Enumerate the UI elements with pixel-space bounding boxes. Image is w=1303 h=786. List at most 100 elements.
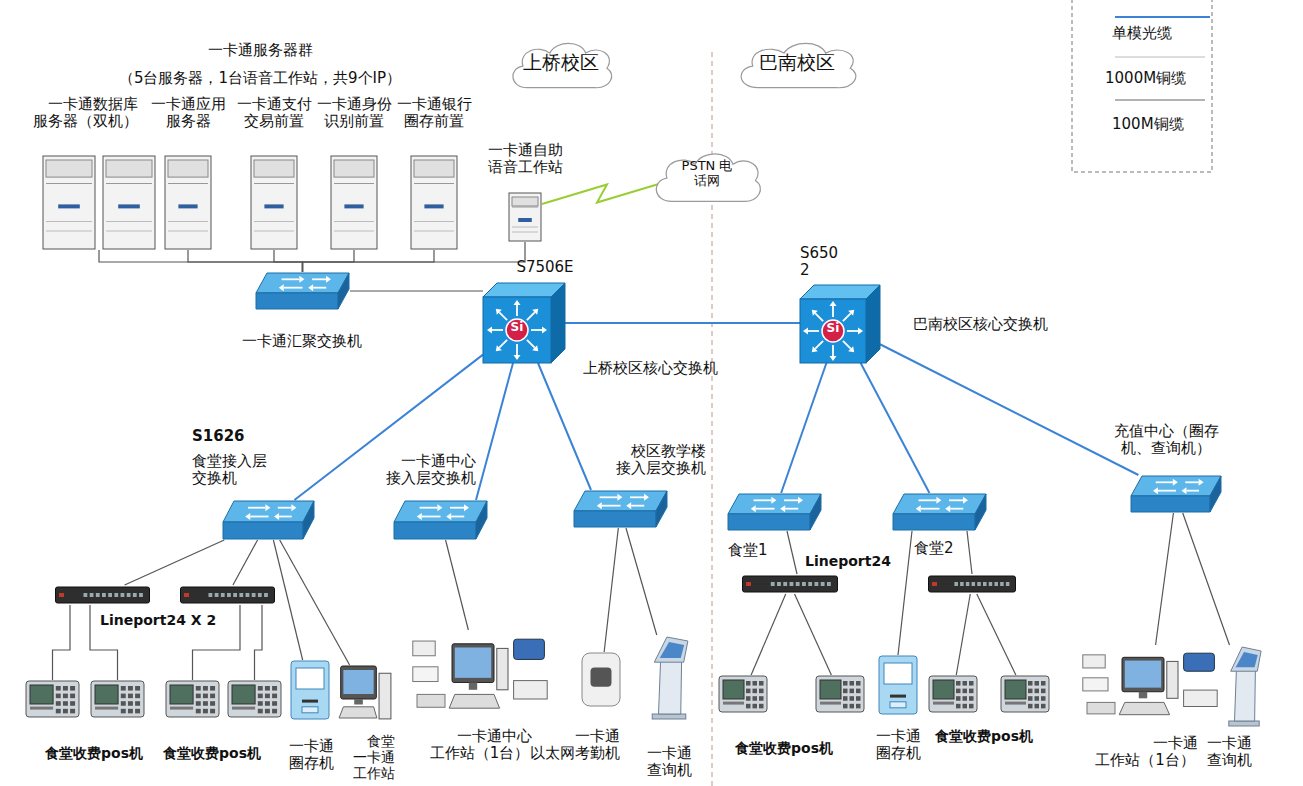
annotation-label: （5台服务器，1台语音工作站，共9个IP） [70, 70, 450, 87]
kiosk-icon [290, 660, 330, 720]
sw-node: 一卡通中心接入层交换机 [393, 500, 488, 540]
sw-icon [393, 500, 488, 540]
query-node: 一卡通查询机 [648, 635, 690, 720]
kiosk-icon [878, 655, 918, 715]
hub-node [928, 574, 1016, 594]
connector [751, 594, 786, 675]
pos-node [227, 680, 282, 718]
ws-node: 一卡通工作站（1台） [1080, 645, 1220, 727]
sw-node: 食堂1 [727, 493, 822, 531]
sw-node: 一卡通汇聚交换机 [255, 272, 350, 310]
server-node: 一卡通应用服务器 [164, 155, 212, 250]
node-label: 一卡通查询机 [645, 745, 693, 780]
hub-icon [742, 574, 838, 594]
connector [880, 344, 1138, 475]
connector [188, 250, 303, 272]
cloud-node: PSTN 电话网 [648, 148, 766, 206]
node-label: 一卡通查询机 [1205, 735, 1253, 770]
sw-node: 校区教学楼接入层交换机 [573, 490, 668, 528]
node-label: S1626 [192, 428, 262, 445]
sw-icon [573, 490, 668, 528]
sw-node: 充值中心（圈存机、查询机） [1130, 475, 1222, 513]
sw-icon [255, 272, 350, 310]
node-label: 食堂一卡通工作站 [350, 733, 398, 781]
node-label: 一卡通中心接入层交换机 [384, 453, 478, 488]
annotation-label: 食堂收费pos机 [45, 745, 143, 761]
connector [350, 291, 483, 292]
connector [446, 540, 469, 630]
connector [294, 355, 483, 500]
server-icon [330, 155, 378, 250]
sw-node: 食堂2 [892, 493, 987, 531]
annotation-label: Lineport24 X 2 [100, 612, 216, 628]
pos-icon [165, 680, 220, 718]
node-label: 校区教学楼接入层交换机 [612, 443, 709, 478]
connector [565, 323, 800, 324]
connector [303, 250, 355, 272]
annotation-label: Si [505, 321, 529, 335]
node-label: 一卡通以太网考勤机 [530, 728, 626, 763]
kiosk-node: 一卡通圈存机 [290, 660, 330, 720]
server2-node: 一卡通数据库服务器（双机） [42, 155, 156, 250]
pos-node [25, 680, 80, 718]
ws-icon [410, 630, 550, 722]
kiosk-node: 一卡通圈存机 [878, 655, 918, 715]
node-label: 上桥校区 [505, 52, 617, 74]
connector [604, 528, 618, 652]
node-label: 一卡通应用服务器 [148, 96, 228, 131]
node-label: 充值中心（圈存机、查询机） [1110, 423, 1222, 458]
connector [781, 363, 826, 493]
server2-icon [42, 155, 156, 250]
node-label: 一卡通工作站（1台） [1090, 735, 1200, 770]
sw-icon [727, 493, 822, 531]
node-label: 一卡通自助语音工作站 [485, 142, 565, 177]
node-label: 一卡通数据库服务器（双机） [28, 96, 142, 131]
cloud-node: 上桥校区 [505, 38, 617, 92]
pos-icon [928, 675, 978, 713]
node-label: S7506E [505, 259, 585, 276]
core-icon [800, 285, 880, 363]
pos-node [1000, 675, 1050, 713]
annotation-label: Lineport24 [805, 553, 891, 569]
connector [274, 250, 303, 272]
hub-node [742, 574, 838, 594]
pc-node: 食堂一卡通工作站 [338, 665, 392, 720]
pos-node [90, 680, 145, 718]
hub-icon [55, 585, 150, 605]
pc-icon [338, 665, 392, 720]
query-icon [1225, 645, 1263, 727]
ws-icon [1080, 645, 1220, 727]
legend-box [1072, 0, 1212, 172]
connector [956, 594, 970, 675]
node-label: 一卡通银行圈存前置 [394, 96, 474, 131]
ws-node: 一卡通中心工作站（1台） [410, 630, 550, 722]
core-node: S650 2巴南校区核心交换机 [800, 285, 880, 363]
node-label: 一卡通汇聚交换机 [232, 333, 372, 350]
connector [280, 540, 350, 665]
server-node: 一卡通银行圈存前置 [410, 155, 458, 250]
connector [1156, 513, 1174, 645]
node-label: 食堂接入层交换机 [192, 453, 272, 488]
server-node: 一卡通支付交易前置 [250, 155, 298, 250]
connector [898, 531, 912, 655]
server-node: 一卡通自助语音工作站 [508, 192, 542, 242]
connector [538, 363, 591, 490]
att-icon [580, 652, 622, 707]
pos-icon [1000, 675, 1050, 713]
annotation-label: 食堂收费pos机 [735, 740, 833, 756]
hub-node [55, 585, 150, 605]
node-label: 一卡通圈存机 [287, 738, 335, 773]
connector [787, 531, 797, 574]
legend-label: 100M铜缆 [1112, 116, 1184, 133]
connector [977, 594, 1016, 675]
annotation-label: 食堂收费pos机 [163, 745, 261, 761]
legend-label: 单模光缆 [1112, 25, 1172, 42]
hub-icon [180, 585, 275, 605]
cloud-node: 巴南校区 [732, 38, 862, 92]
node-label: 一卡通支付交易前置 [234, 96, 314, 131]
connector [99, 250, 303, 272]
server-icon [410, 155, 458, 250]
node-label: 一卡通中心工作站（1台） [425, 728, 534, 763]
node-label: 食堂2 [914, 540, 964, 557]
query-icon [648, 635, 690, 720]
